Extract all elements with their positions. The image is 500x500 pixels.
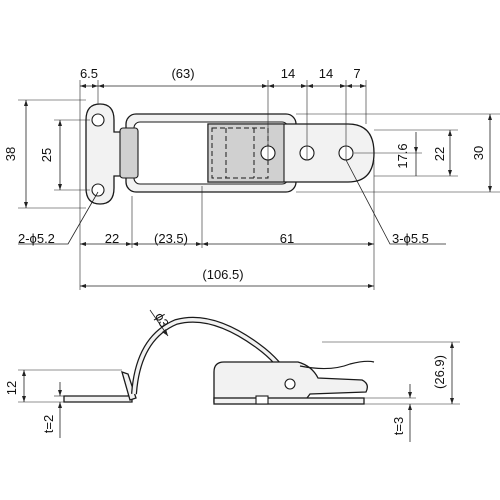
dim-30: 30 [471, 146, 486, 160]
top-view: 6.5 (63) 14 14 7 38 25 17.6 22 30 [3, 66, 500, 290]
dim-23-5: (23.5) [154, 231, 188, 246]
side-strike-plate [213, 397, 365, 405]
base-hole-top [91, 113, 105, 127]
base-flange-left [119, 127, 139, 179]
dim-25: 25 [39, 148, 54, 162]
dim-t2: t=2 [41, 415, 56, 433]
dim-38: 38 [3, 147, 18, 161]
dim-63: (63) [171, 66, 194, 81]
dim-22-vertical: 22 [432, 147, 447, 161]
dim-22: 22 [105, 231, 119, 246]
dim-14-a: 14 [281, 66, 295, 81]
side-pivot [284, 378, 296, 390]
callout-base-holes: 2-ϕ5.2 [18, 231, 55, 246]
side-base-bracket [63, 387, 133, 403]
dim-t3: t=3 [391, 417, 406, 435]
dim-12: 12 [4, 381, 19, 395]
dim-14-b: 14 [319, 66, 333, 81]
side-notch [255, 395, 269, 405]
dim-7: 7 [353, 66, 360, 81]
dim-106-5: (106.5) [202, 267, 243, 282]
dim-phi3: ϕ3 [152, 310, 172, 330]
side-hasp-tail [299, 360, 375, 370]
dim-6-5: 6.5 [80, 66, 98, 81]
dim-17-6: 17.6 [395, 143, 410, 168]
callout-hasp-holes: 3-ϕ5.5 [392, 231, 429, 246]
dim-61: 61 [280, 231, 294, 246]
dim-26-9: (26.9) [432, 355, 447, 389]
side-view: ϕ3 12 (26.9) t=2 t=3 [4, 309, 460, 442]
base-hole-bottom [91, 183, 105, 197]
